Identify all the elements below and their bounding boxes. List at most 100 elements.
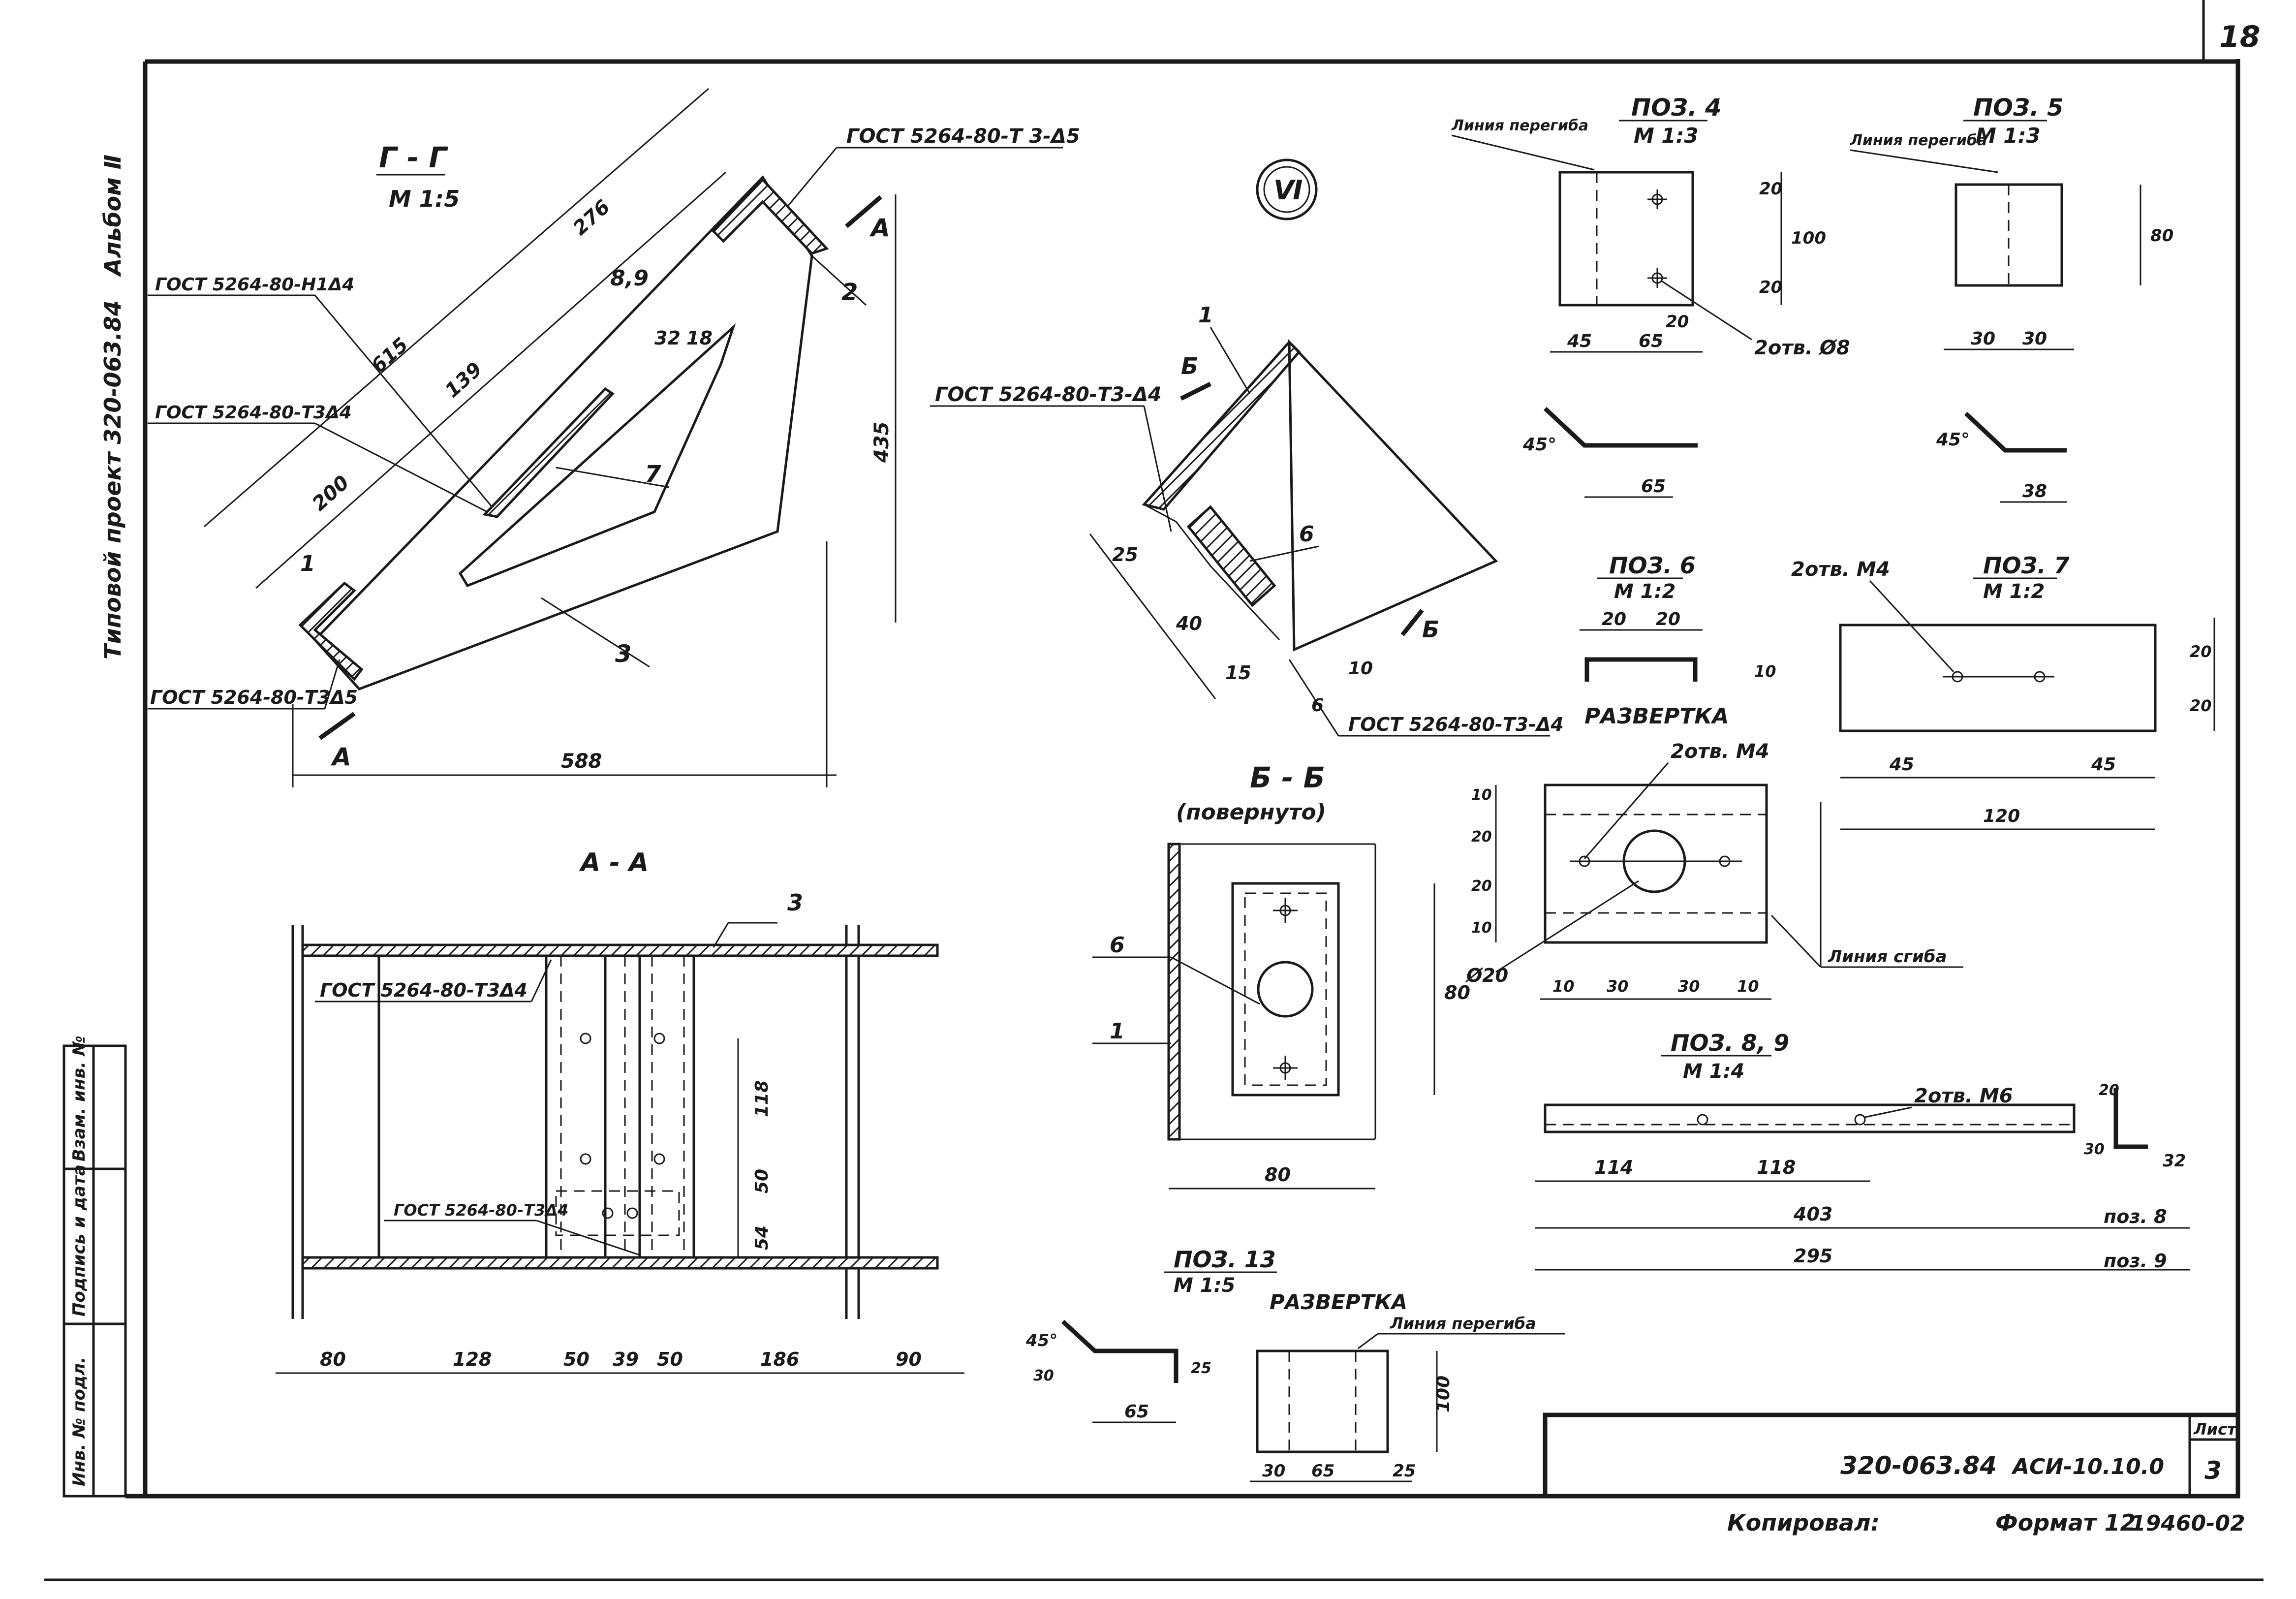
pos4-profile	[1543, 407, 1698, 448]
node-vi-dim-6: 6	[1311, 695, 1324, 716]
section-bb-subtitle: (повернуто)	[1176, 800, 1326, 825]
dim-18: 18	[686, 327, 713, 349]
pos7-dim-45b: 45	[2091, 754, 2116, 775]
view-g-scale: М 1:5	[389, 186, 460, 212]
view-a-a: А - А 118 50 54 3 ГОСТ 5264-80-Т3	[276, 848, 964, 1374]
view-a-dim-50a: 50	[563, 1348, 590, 1370]
pos89-profile	[2113, 1088, 2148, 1149]
pos6-scale: М 1:2	[1614, 580, 1675, 603]
sheet-label: Лист	[2193, 1420, 2237, 1439]
section-bb-dim-v80: 80	[1444, 982, 1470, 1003]
dim-32: 32	[654, 327, 681, 349]
section-a-top: А	[869, 214, 890, 242]
pos-13: ПОЗ. 13 М 1:5 45° 30 65 25 РАЗВЕРТКА Лин…	[1025, 1246, 1565, 1482]
pos5-bend: Линия перегиба	[1850, 132, 1987, 149]
pos4-dim-20b: 20	[1759, 278, 1782, 297]
top-flange	[712, 178, 829, 255]
pos4-holes: 2отв. Ø8	[1754, 337, 1850, 359]
weld-left1-label: ГОСТ 5264-80-Н1Δ4	[155, 275, 354, 295]
pos-8-9: ПОЗ. 8, 9 М 1:4 2отв. М6 20 30 32 114 11…	[1535, 1030, 2190, 1272]
node-vi-pos-1: 1	[1198, 303, 1213, 328]
dim-200: 200	[308, 471, 354, 515]
pos7-scale: М 1:2	[1983, 580, 2045, 603]
view-a-bottom-flange	[301, 1256, 939, 1270]
pos-1-label: 1	[300, 551, 315, 576]
stamp-field-inventory: Инв. № подл.	[69, 1357, 89, 1486]
pos5-plate	[1955, 183, 2063, 287]
pos13-scale: М 1:5	[1174, 1274, 1235, 1297]
section-bb-pos-1: 1	[1110, 1019, 1125, 1044]
pos13-title: ПОЗ. 13	[1174, 1246, 1276, 1273]
dim-276: 276	[569, 195, 615, 240]
pos7-dim-120: 120	[1983, 806, 2020, 826]
view-a-dim-128: 128	[453, 1348, 492, 1370]
pos13-unfold: РАЗВЕРТКА	[1270, 1290, 1407, 1314]
stamp-field-replaced: Взам. инв. №	[69, 1035, 89, 1161]
pos4-dim-20a: 20	[1759, 179, 1782, 199]
pos7-holes: 2отв. М4	[1791, 558, 1890, 581]
pos6-dim-h10a: 10	[1552, 977, 1575, 996]
dim-588: 588	[561, 750, 602, 773]
node-vi-weld1: ГОСТ 5264-80-Т3-Δ4	[935, 383, 1162, 406]
node-vi: Ⅵ ГОСТ 5264-80-Т3-Δ4 ГОСТ 5264-80-Т3-Δ4 …	[930, 158, 1564, 737]
sheet-number: 3	[2204, 1456, 2222, 1485]
pos5-scale: М 1:3	[1976, 124, 2041, 148]
pos89-dim-403: 403	[1793, 1203, 1832, 1225]
dim-8-9: 8,9	[610, 266, 649, 291]
pos89-dim-295: 295	[1794, 1245, 1832, 1267]
pos-2-label: 2	[841, 279, 858, 306]
pos13-dim-65: 65	[1124, 1402, 1149, 1422]
pos6-dim-v10a: 10	[1471, 786, 1492, 804]
pos6-dim-20b: 20	[1656, 609, 1680, 629]
pos7-dim-20a: 20	[2190, 642, 2212, 661]
node-vi-pos-6: 6	[1299, 522, 1314, 547]
pos6-dim-v20a: 20	[1471, 828, 1492, 846]
node-vi-weld2: ГОСТ 5264-80-Т3-Δ4	[1348, 714, 1564, 735]
pos13-dim-25: 25	[1191, 1360, 1211, 1377]
section-b-b: Б - Б (повернуто) 80 80 6 1	[1092, 761, 1470, 1190]
pos5-dim-80: 80	[2150, 226, 2173, 246]
view-a-top-flange	[301, 943, 939, 957]
pos-5: ПОЗ. 5 М 1:3 Линия перегиба 80 30 30 45°…	[1850, 94, 2173, 503]
pos4-plate	[1558, 171, 1694, 307]
gusset-plate	[313, 175, 813, 690]
section-bb-dim-h80: 80	[1265, 1164, 1291, 1186]
view-a-dim-118: 118	[752, 1080, 772, 1117]
pos89-holes: 2отв. М6	[1914, 1085, 2013, 1107]
pos13-unfold-plate	[1256, 1349, 1389, 1453]
pos89-dim-32: 32	[2163, 1151, 2186, 1171]
pos89-dim-30: 30	[2084, 1141, 2105, 1158]
view-a-dim-80: 80	[320, 1348, 346, 1370]
sheet-frame	[44, 0, 2264, 1581]
pos5-dim-38: 38	[2022, 481, 2047, 502]
pos6-unfold-plate	[1544, 784, 1768, 944]
view-a-dim-50b: 50	[657, 1348, 683, 1370]
pos6-dim-v20b: 20	[1471, 878, 1492, 895]
view-a-title: А - А	[579, 848, 649, 878]
node-vi-dim-25: 25	[1112, 544, 1138, 565]
pos4-angle: 45°	[1522, 435, 1556, 455]
pos7-title: ПОЗ. 7	[1983, 552, 2070, 579]
bottom-flange	[298, 581, 364, 681]
stamp-field-signature: Подпись и дата	[69, 1164, 89, 1317]
node-vi-part-6	[1186, 505, 1276, 607]
cutout-slot	[458, 323, 736, 588]
dim-435: 435	[870, 422, 893, 464]
view-a-pos-3: 3	[787, 889, 803, 916]
pos5-dim-30b: 30	[2022, 329, 2047, 349]
pos7-plate	[1839, 624, 2157, 732]
pos4-dim-65: 65	[1639, 331, 1663, 351]
view-g-g: Г - Г М 1:5 615 276 139 200 8,9 32 18 43…	[148, 88, 1080, 787]
pos5-title: ПОЗ. 5	[1973, 94, 2063, 122]
section-bb-pos-6: 6	[1110, 933, 1125, 958]
node-vi-dim-40: 40	[1176, 613, 1202, 634]
pos6-dim-h30a: 30	[1607, 977, 1629, 996]
view-a-dim-90: 90	[896, 1348, 922, 1370]
pos7-dim-45a: 45	[1889, 754, 1914, 775]
pos5-profile	[1964, 411, 2067, 453]
pos4-scale: М 1:3	[1634, 124, 1699, 148]
view-a-dim-39: 39	[613, 1348, 639, 1370]
pos13-dim-25b: 25	[1393, 1461, 1416, 1481]
node-vi-plate-1	[1142, 340, 1301, 511]
dim-139: 139	[441, 358, 487, 402]
